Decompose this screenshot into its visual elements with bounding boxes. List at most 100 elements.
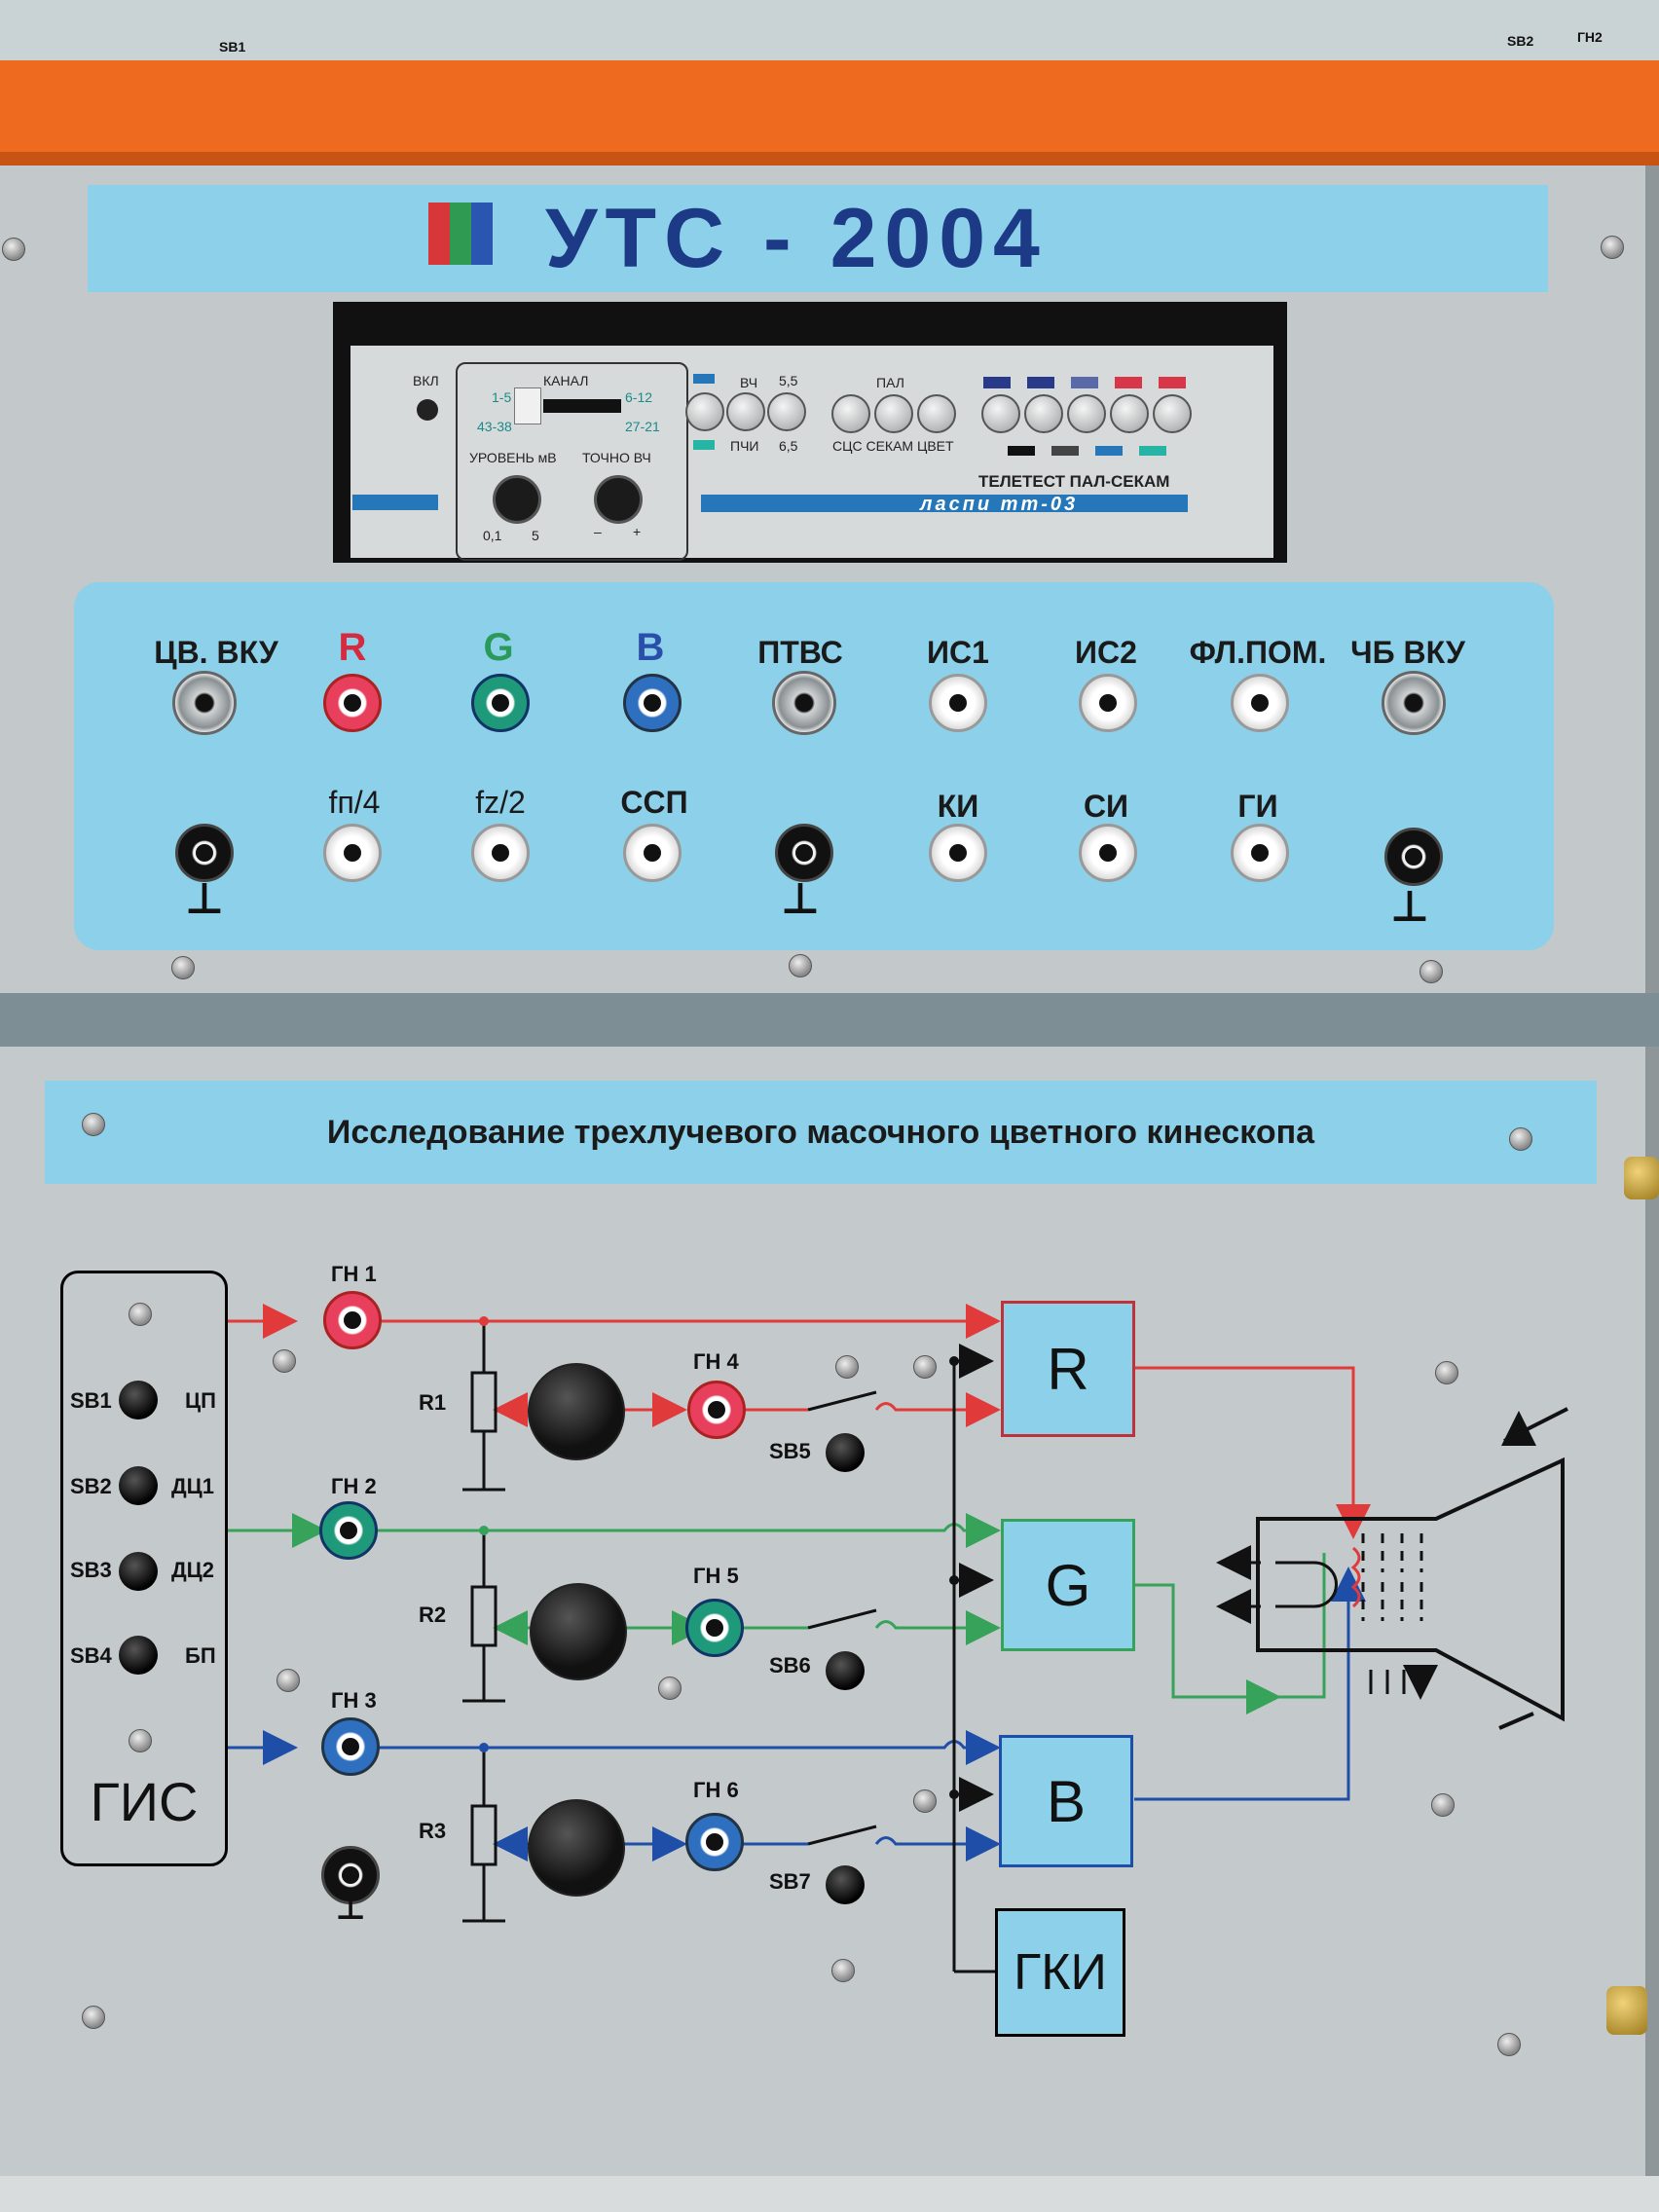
top-equipment-strip: SB1 SB2 ГН2: [0, 0, 1659, 60]
r2-knob[interactable]: [530, 1583, 627, 1680]
pattern-button-1[interactable]: [981, 394, 1020, 433]
teletest-button-2[interactable]: [726, 392, 765, 431]
pattern-button-3[interactable]: [1067, 394, 1106, 433]
pattern-button-4[interactable]: [1110, 394, 1149, 433]
jack-ssp[interactable]: [623, 824, 682, 882]
jack-ground-1[interactable]: [175, 824, 234, 882]
label-b: B: [636, 626, 665, 669]
jack-is1[interactable]: [929, 674, 987, 732]
lower-panel-title: Исследование трехлучевого масочного цвет…: [326, 1113, 1315, 1151]
label-r: R: [338, 626, 367, 669]
pattern-button-5[interactable]: [1153, 394, 1192, 433]
label-gi: ГИ: [1237, 789, 1278, 824]
jack-ptvs[interactable]: [772, 671, 836, 735]
power-label: ВКЛ: [413, 373, 439, 388]
fine-tune-knob[interactable]: [594, 475, 643, 524]
gn3-jack[interactable]: [321, 1717, 380, 1776]
label-g: G: [483, 626, 514, 669]
level-label: УРОВЕНЬ мВ: [469, 450, 557, 465]
ground-symbol-icon: ⊥: [335, 1889, 366, 1928]
jack-is2[interactable]: [1079, 674, 1137, 732]
lower-title-band: [45, 1081, 1597, 1184]
gn4-label: ГН 4: [693, 1349, 739, 1374]
sb4-button[interactable]: [119, 1636, 158, 1675]
jack-si[interactable]: [1079, 824, 1137, 882]
jack-fz2[interactable]: [471, 824, 530, 882]
label-fz2: fz/2: [475, 785, 526, 820]
sb4-label: SB4: [70, 1643, 112, 1668]
sb5-label: SB5: [769, 1439, 811, 1463]
jack-ki[interactable]: [929, 824, 987, 882]
lower-panel: [0, 1047, 1645, 2176]
jack-r[interactable]: [323, 674, 382, 732]
screw-icon: [273, 1349, 296, 1373]
channel-range-2: 6-12: [625, 389, 653, 405]
gn5-label: ГН 5: [693, 1564, 739, 1588]
jack-g[interactable]: [471, 674, 530, 732]
sb6-button[interactable]: [826, 1651, 865, 1690]
channel-range-1: 1-5: [492, 389, 512, 405]
jack-ground-2[interactable]: [775, 824, 833, 882]
rgb-logo-icon: [428, 203, 493, 265]
screw-icon: [129, 1729, 152, 1752]
gn1-jack[interactable]: [323, 1291, 382, 1349]
screw-icon: [171, 956, 195, 979]
screw-icon: [2, 238, 25, 261]
freq-label-55: 5,5: [779, 373, 798, 388]
ground-symbol-icon: ⊥: [184, 874, 225, 924]
jack-fl-pom[interactable]: [1231, 674, 1289, 732]
channel-slider-handle[interactable]: [514, 387, 541, 424]
mode-bp-label: БП: [185, 1643, 216, 1668]
sb5-button[interactable]: [826, 1433, 865, 1472]
rack-divider: [0, 993, 1659, 1047]
screw-icon: [276, 1669, 300, 1692]
block-r: R: [1001, 1301, 1135, 1437]
jack-ground-3[interactable]: [1384, 828, 1443, 886]
screw-icon: [82, 2006, 105, 2029]
jack-gi[interactable]: [1231, 824, 1289, 882]
device-model: ласпи тт-03: [920, 494, 1079, 515]
channel-range-4: 27-21: [625, 419, 660, 434]
sb6-label: SB6: [769, 1653, 811, 1677]
brass-knob-icon: [1606, 1986, 1647, 2035]
gn4-jack[interactable]: [687, 1381, 746, 1439]
mode-button-color[interactable]: [917, 394, 956, 433]
jack-fp4[interactable]: [323, 824, 382, 882]
block-gki: ГКИ: [995, 1908, 1125, 2037]
device-title: ТЕЛЕТЕСТ ПАЛ-СЕКАМ: [978, 472, 1170, 491]
mode-button-scs[interactable]: [831, 394, 870, 433]
sb1-button[interactable]: [119, 1381, 158, 1419]
brass-knob-icon: [1624, 1157, 1659, 1199]
screw-icon: [82, 1113, 105, 1136]
gn6-label: ГН 6: [693, 1778, 739, 1802]
top-gn2-label: ГН2: [1577, 29, 1603, 45]
sb2-button[interactable]: [119, 1466, 158, 1505]
screw-icon: [913, 1789, 937, 1813]
r1-knob[interactable]: [528, 1363, 625, 1460]
jack-chb-vku[interactable]: [1382, 671, 1446, 735]
screw-icon: [913, 1355, 937, 1379]
signal-jack-panel: [74, 582, 1554, 950]
jack-b[interactable]: [623, 674, 682, 732]
sb3-button[interactable]: [119, 1552, 158, 1591]
pattern-button-2[interactable]: [1024, 394, 1063, 433]
mode-button-secam[interactable]: [874, 394, 913, 433]
top-sb2-label: SB2: [1507, 33, 1534, 49]
gn5-jack[interactable]: [685, 1599, 744, 1657]
sb7-button[interactable]: [826, 1865, 865, 1904]
teletest-button-3[interactable]: [767, 392, 806, 431]
screw-icon: [835, 1355, 859, 1379]
r3-knob[interactable]: [528, 1799, 625, 1897]
pattern-icon-3: [1071, 377, 1098, 388]
level-knob[interactable]: [493, 475, 541, 524]
bottom-strip: [0, 2176, 1659, 2212]
pattern-icon-1: [983, 377, 1011, 388]
teletest-button-1[interactable]: [685, 392, 724, 431]
ground-jack[interactable]: [321, 1846, 380, 1904]
jack-cv-vku[interactable]: [172, 671, 237, 735]
mode-dc2-label: ДЦ2: [171, 1558, 214, 1582]
gn6-jack[interactable]: [685, 1813, 744, 1871]
resistor-r2-icon: [470, 1585, 498, 1647]
gn2-jack[interactable]: [319, 1501, 378, 1560]
label-chb-vku: ЧБ ВКУ: [1350, 635, 1465, 670]
